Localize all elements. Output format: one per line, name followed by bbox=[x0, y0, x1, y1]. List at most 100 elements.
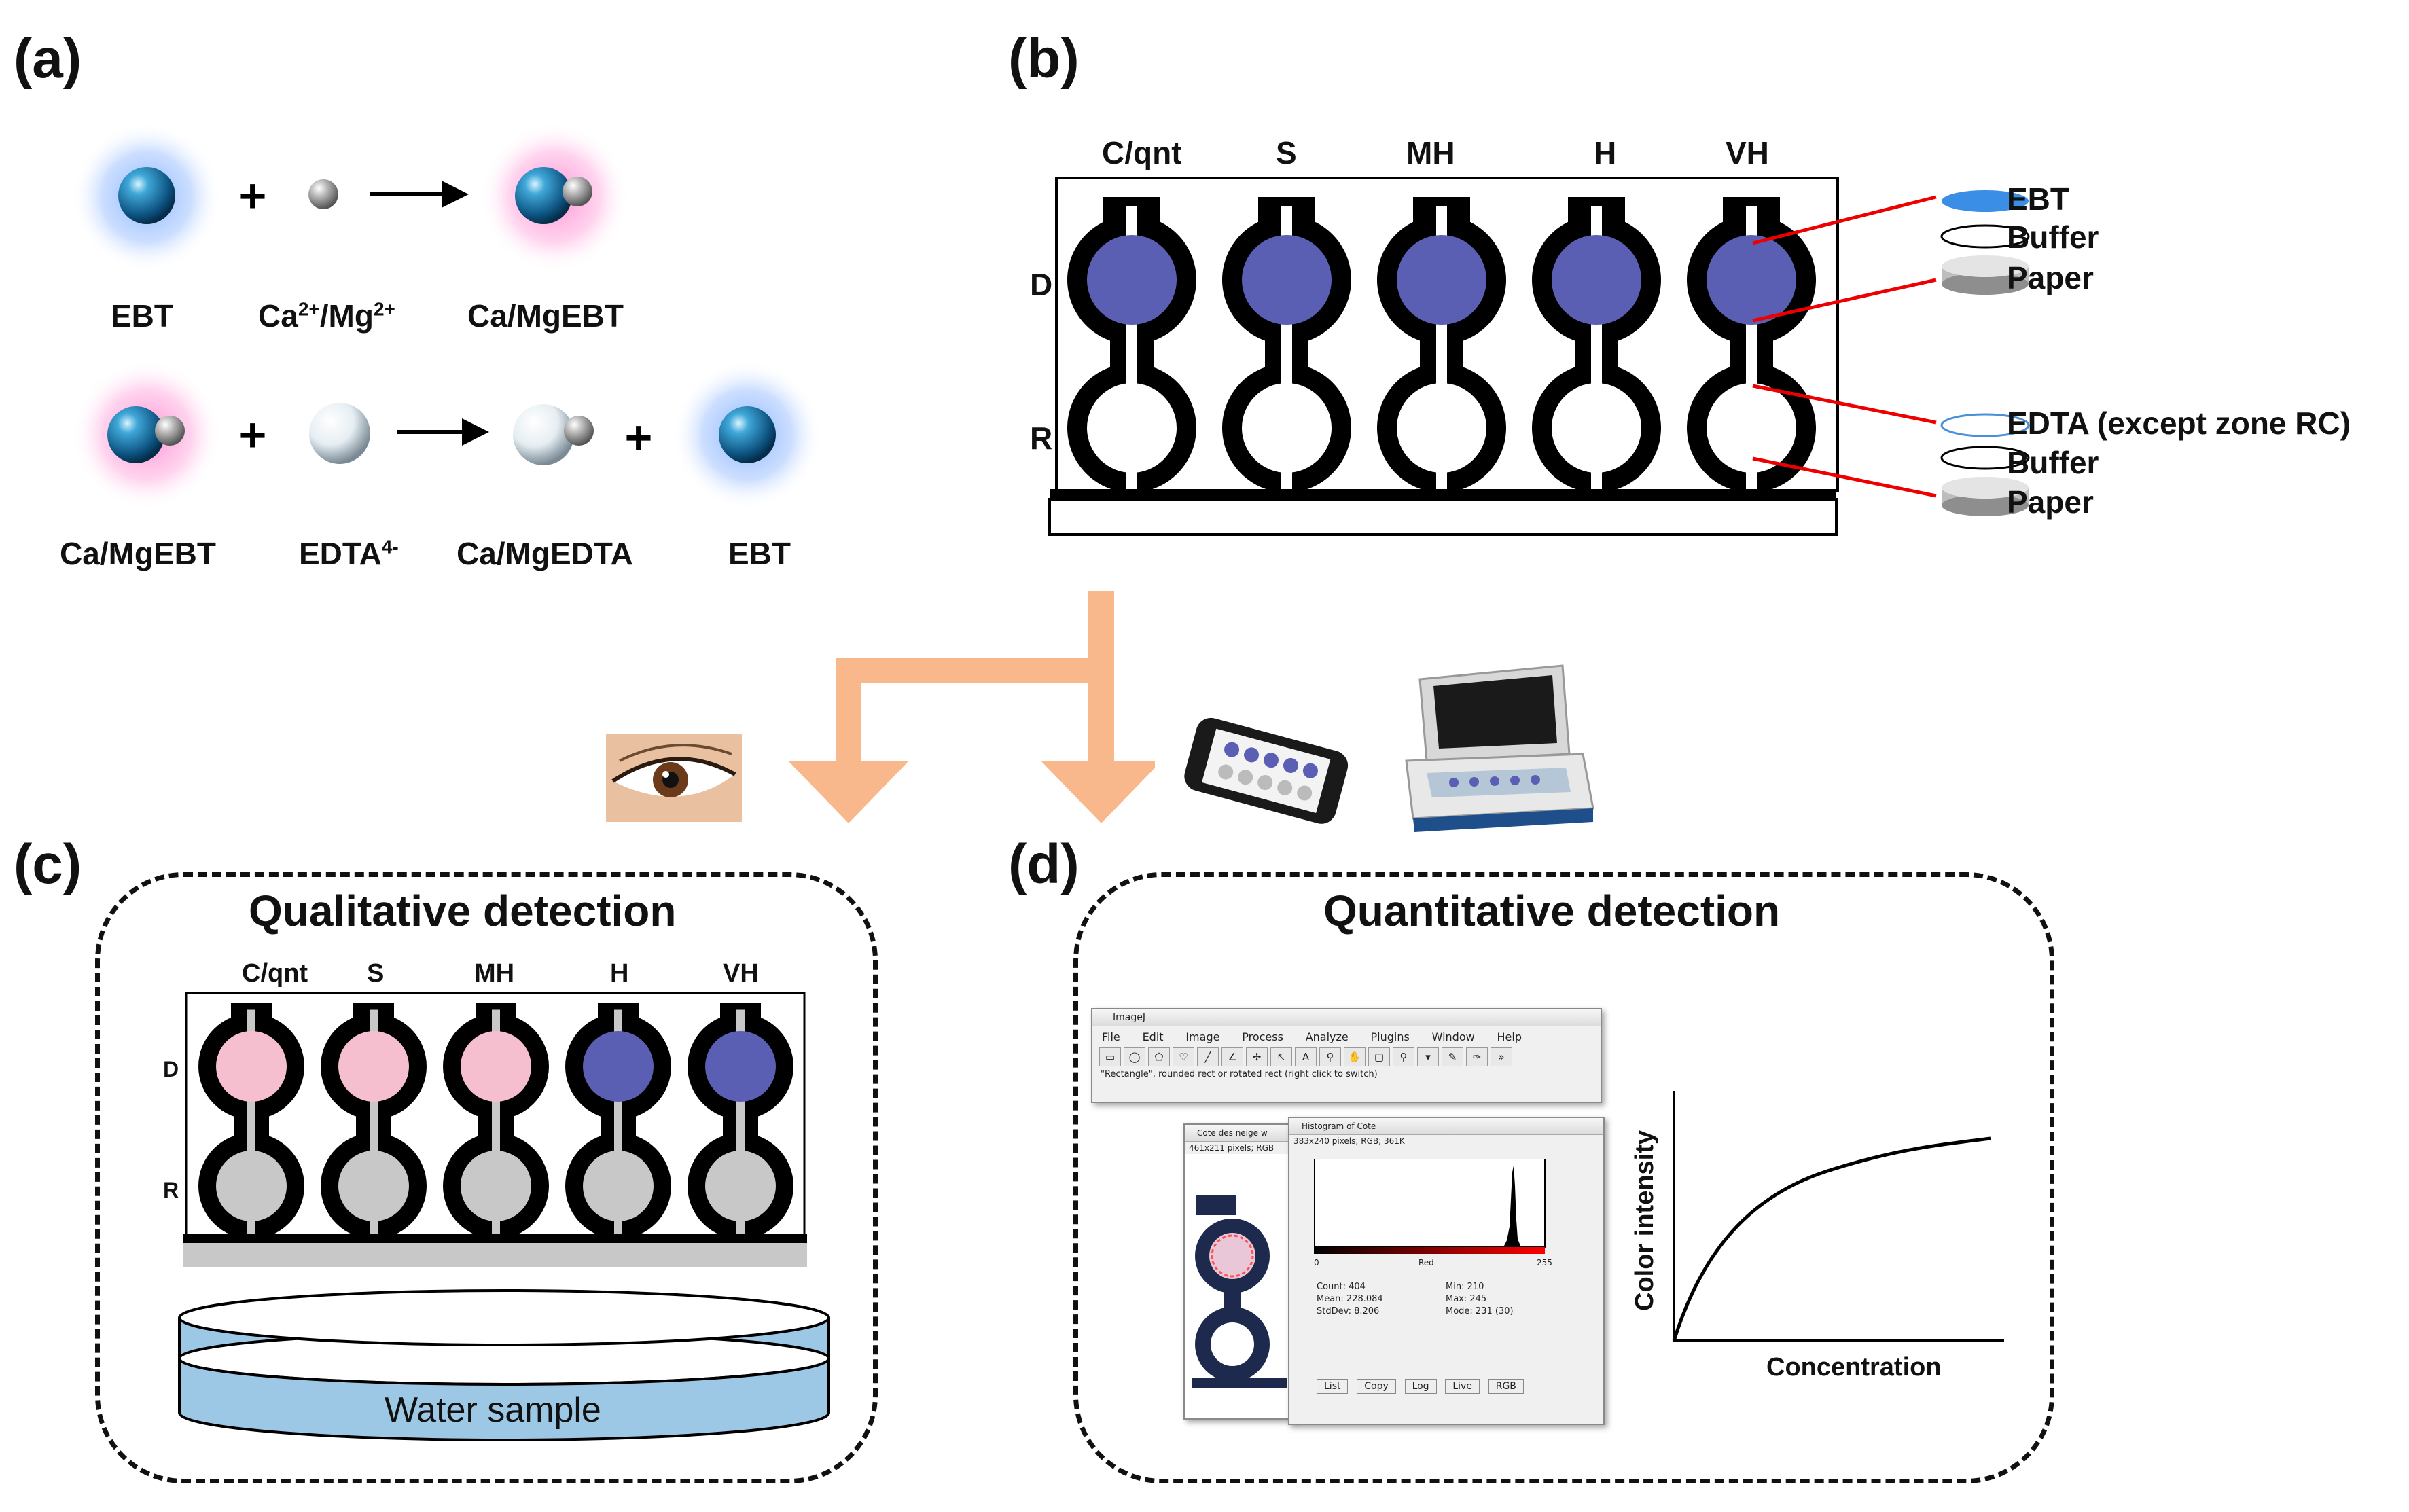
reaction-zone bbox=[1397, 383, 1486, 473]
menu-item[interactable]: Plugins bbox=[1370, 1030, 1410, 1043]
label-ebt: EBT bbox=[111, 298, 173, 334]
menu-item[interactable]: Window bbox=[1431, 1030, 1475, 1043]
layer-top-label: Paper bbox=[2007, 260, 2094, 295]
color-picker-icon[interactable]: ▢ bbox=[1368, 1047, 1390, 1066]
menu-item[interactable]: Analyze bbox=[1305, 1030, 1349, 1043]
reaction-zone bbox=[216, 1151, 287, 1221]
menu-item[interactable]: Process bbox=[1242, 1030, 1283, 1043]
device-unit bbox=[321, 1003, 427, 1239]
rgb-button[interactable]: RGB bbox=[1488, 1379, 1524, 1394]
hist-stats-left: Count: 404 Mean: 228.084 StdDev: 8.206 bbox=[1317, 1282, 1383, 1316]
imagej-titlebar: ImageJ bbox=[1092, 1009, 1601, 1026]
reaction-zone bbox=[1087, 383, 1177, 473]
live-button[interactable]: Live bbox=[1445, 1379, 1480, 1394]
text-tool-icon[interactable]: A bbox=[1295, 1047, 1317, 1066]
dev-tool-icon[interactable]: ▾ bbox=[1417, 1047, 1439, 1066]
reaction-zone bbox=[338, 1151, 409, 1221]
curve-xlabel: Concentration bbox=[1766, 1353, 1942, 1382]
quantitative-title: Quantitative detection bbox=[1323, 886, 1781, 935]
zoom-icon[interactable]: ⚲ bbox=[1393, 1047, 1414, 1066]
freehand-tool-icon[interactable]: ♡ bbox=[1173, 1047, 1194, 1066]
menu-item[interactable]: Help bbox=[1497, 1030, 1522, 1043]
paper-device bbox=[1048, 177, 1839, 536]
imagej-menubar: File Edit Image Process Analyze Plugins … bbox=[1092, 1026, 1601, 1047]
detection-zone bbox=[461, 1031, 531, 1102]
menu-item[interactable]: Edit bbox=[1142, 1030, 1164, 1043]
qualitative-device bbox=[183, 992, 807, 1267]
dropper-icon[interactable]: ✑ bbox=[1466, 1047, 1488, 1066]
rectangle-tool-icon[interactable]: ▭ bbox=[1099, 1047, 1121, 1066]
oval-tool-icon[interactable]: ◯ bbox=[1124, 1047, 1145, 1066]
qual-row-label-detection: D bbox=[163, 1057, 179, 1081]
reaction-scheme: + + + bbox=[72, 122, 822, 509]
detection-zone bbox=[1707, 235, 1796, 325]
more-tools-icon[interactable]: » bbox=[1491, 1047, 1512, 1066]
calibration-curve bbox=[1672, 1091, 2004, 1342]
label-ca-mg-ebt-2: Ca/MgEBT bbox=[60, 536, 216, 571]
row-label-detection: D bbox=[1030, 267, 1053, 302]
plus-sign: + bbox=[239, 408, 267, 461]
device-unit bbox=[688, 1003, 793, 1239]
label-ca-mg-ebt: Ca/MgEBT bbox=[467, 298, 624, 334]
device-unit bbox=[1377, 197, 1506, 492]
image-window-info: 461x211 pixels; RGB bbox=[1185, 1142, 1298, 1154]
wand-tool-icon[interactable]: ↖ bbox=[1270, 1047, 1292, 1066]
reaction-zone bbox=[461, 1151, 531, 1221]
detection-zone bbox=[338, 1031, 409, 1102]
panel-label-b: (b) bbox=[1008, 28, 1079, 90]
image-preview bbox=[1192, 1195, 1287, 1388]
device-unit bbox=[1532, 197, 1661, 492]
polygon-tool-icon[interactable]: ⬠ bbox=[1148, 1047, 1170, 1066]
label-ebt-2: EBT bbox=[728, 536, 791, 571]
magnifier-icon[interactable]: ⚲ bbox=[1319, 1047, 1341, 1066]
hist-stats-right: Min: 210 Max: 245 Mode: 231 (30) bbox=[1446, 1282, 1514, 1316]
qual-column-label: MH bbox=[474, 959, 515, 988]
imagej-status: "Rectangle", rounded rect or rotated rec… bbox=[1101, 1069, 1378, 1079]
histogram-info: 383x240 pixels; RGB; 361K bbox=[1293, 1136, 1405, 1146]
image-window-title: Cote des neige w bbox=[1185, 1125, 1298, 1142]
device-unit bbox=[443, 1003, 549, 1239]
qualitative-box bbox=[95, 872, 878, 1483]
pencil-icon[interactable]: ✎ bbox=[1442, 1047, 1463, 1066]
reaction-zone bbox=[1707, 383, 1796, 473]
copy-button[interactable]: Copy bbox=[1357, 1379, 1396, 1394]
detection-zone bbox=[216, 1031, 287, 1102]
device-unit bbox=[565, 1003, 671, 1239]
qual-column-label: VH bbox=[723, 959, 759, 988]
detection-zone bbox=[1087, 235, 1177, 325]
image-window: Cote des neige w 461x211 pixels; RGB bbox=[1183, 1123, 1299, 1420]
hist-axis-channel: Red bbox=[1418, 1258, 1434, 1267]
detection-zone bbox=[1552, 235, 1641, 325]
imagej-main-window: ImageJ File Edit Image Process Analyze P… bbox=[1091, 1008, 1602, 1103]
quantitative-box bbox=[1073, 872, 2054, 1483]
eye-icon bbox=[606, 734, 742, 822]
water-dish bbox=[178, 1289, 830, 1441]
panel-label-a: (a) bbox=[14, 28, 82, 90]
menu-item[interactable]: Image bbox=[1185, 1030, 1220, 1043]
histogram-plot bbox=[1314, 1159, 1546, 1254]
list-button[interactable]: List bbox=[1317, 1379, 1349, 1394]
reaction-zone bbox=[705, 1151, 776, 1221]
detection-zone bbox=[705, 1031, 776, 1102]
detection-zone bbox=[1242, 235, 1332, 325]
hand-tool-icon[interactable]: ✋ bbox=[1344, 1047, 1366, 1066]
scanner-icon bbox=[1405, 664, 1594, 832]
menu-item[interactable]: File bbox=[1102, 1030, 1120, 1043]
row-label-reaction: R bbox=[1030, 420, 1053, 456]
layer-top-label: Buffer bbox=[2007, 219, 2099, 255]
detection-zone bbox=[583, 1031, 654, 1102]
line-tool-icon[interactable]: ╱ bbox=[1197, 1047, 1219, 1066]
reaction-zone bbox=[583, 1151, 654, 1221]
detection-zone bbox=[1397, 235, 1486, 325]
angle-tool-icon[interactable]: ∠ bbox=[1221, 1047, 1243, 1066]
plus-sign: + bbox=[625, 411, 653, 464]
log-button[interactable]: Log bbox=[1404, 1379, 1437, 1394]
device-unit bbox=[198, 1003, 304, 1239]
layer-bottom-label: Buffer bbox=[2007, 445, 2099, 480]
point-tool-icon[interactable]: ✢ bbox=[1246, 1047, 1268, 1066]
label-ca-mg-edta: Ca/MgEDTA bbox=[457, 536, 633, 571]
label-edta: EDTA4- bbox=[299, 536, 399, 571]
layer-top-label: EBT bbox=[2007, 181, 2069, 217]
histogram-window: Histogram of Cote 383x240 pixels; RGB; 3… bbox=[1288, 1117, 1605, 1425]
